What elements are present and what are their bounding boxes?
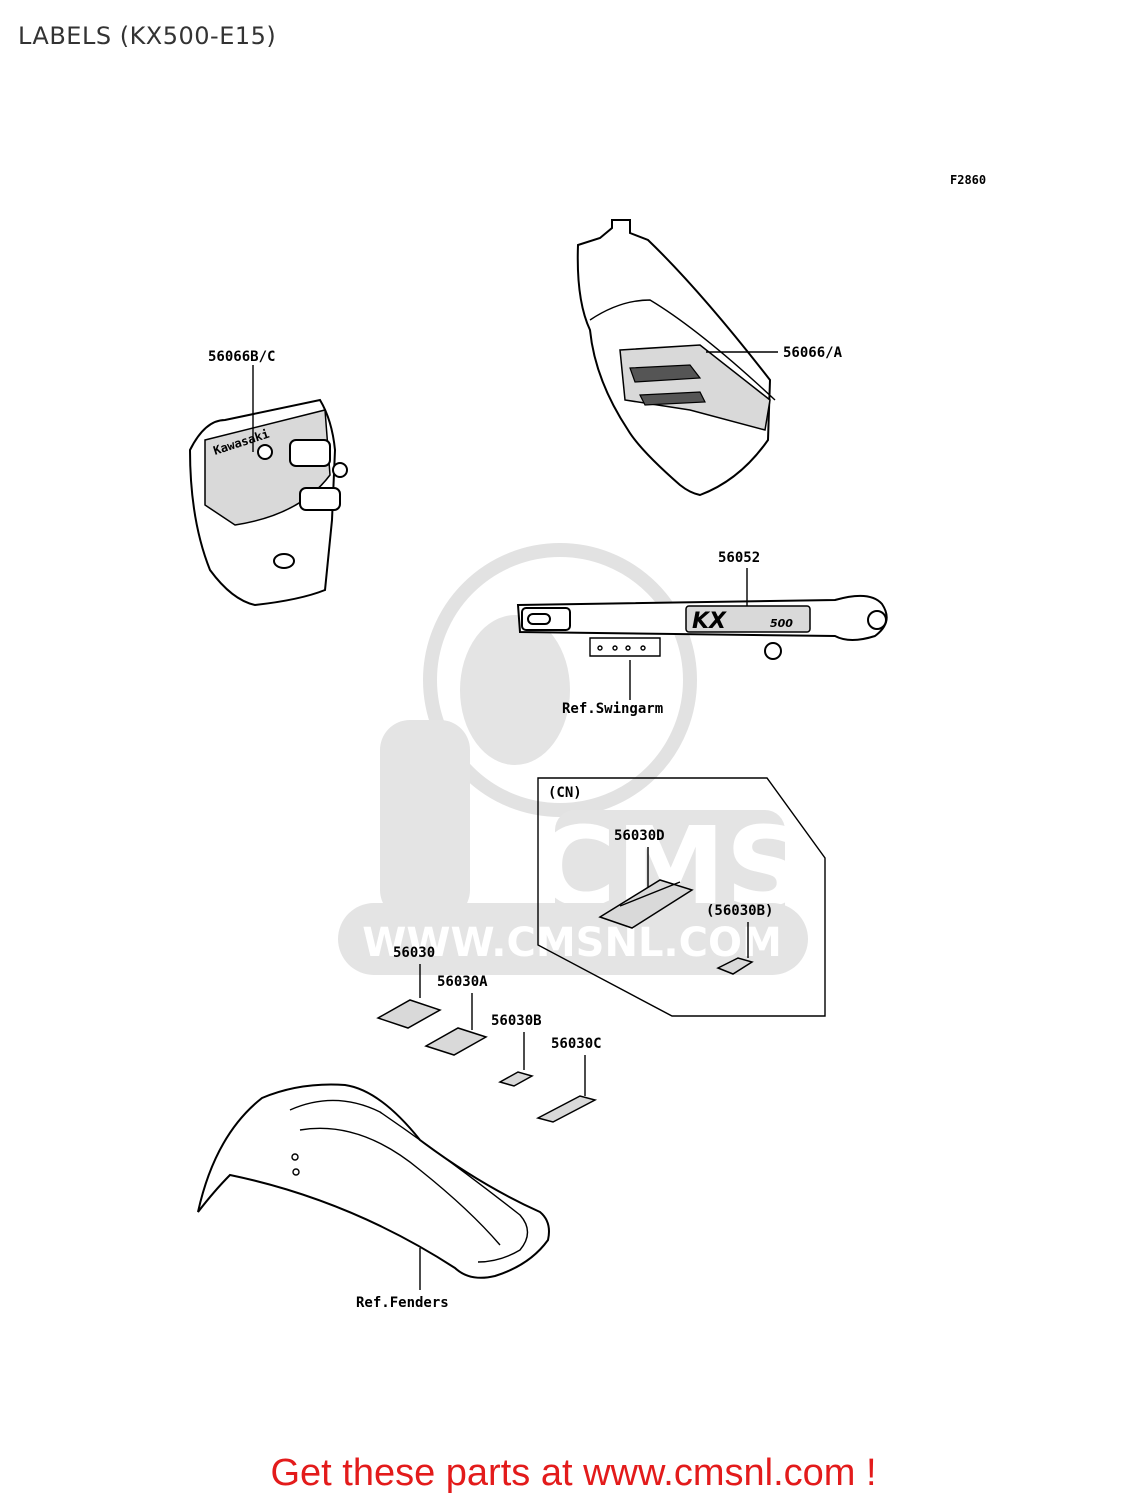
callout-56030c: 56030C	[551, 1036, 602, 1052]
callout-cn-56030b: (56030B)	[706, 903, 773, 919]
callout-56052: 56052	[718, 550, 760, 566]
callout-56030b: 56030B	[491, 1013, 542, 1029]
labels-56030-series: 56030 56030A 56030B 56030C	[376, 945, 602, 1123]
ref-swingarm: Ref.Swingarm	[562, 701, 663, 717]
footer-promo-link[interactable]: Get these parts at www.cmsnl.com !	[270, 1452, 877, 1494]
callout-56066-b-c: 56066B/C	[208, 349, 275, 365]
figure-code: F2860	[950, 173, 986, 187]
rear-fender: Ref.Fenders	[197, 1083, 550, 1311]
fuel-tank: 56066/A	[576, 219, 843, 497]
watermark-url: WWW.CMSNL.COM	[362, 920, 782, 966]
watermark-logo: CMS WWW.CMSNL.COM	[338, 543, 808, 975]
callout-56030: 56030	[393, 945, 435, 961]
swingarm-logo: KX	[692, 609, 727, 634]
cn-group: (CN) 56030D (56030B)	[537, 777, 826, 1017]
callout-56030a: 56030A	[437, 974, 488, 990]
swingarm: KX 500 56052 Ref.Swingarm	[516, 550, 888, 717]
ref-fenders: Ref.Fenders	[356, 1295, 449, 1311]
swingarm-logo-number: 500	[770, 617, 793, 630]
page-title: LABELS (KX500-E15)	[18, 22, 277, 50]
callout-56030d: 56030D	[614, 828, 665, 844]
side-cover: Kawasaki 56066B/C	[188, 349, 348, 607]
cn-group-label: (CN)	[548, 785, 582, 801]
callout-56066-a: 56066/A	[783, 345, 843, 361]
